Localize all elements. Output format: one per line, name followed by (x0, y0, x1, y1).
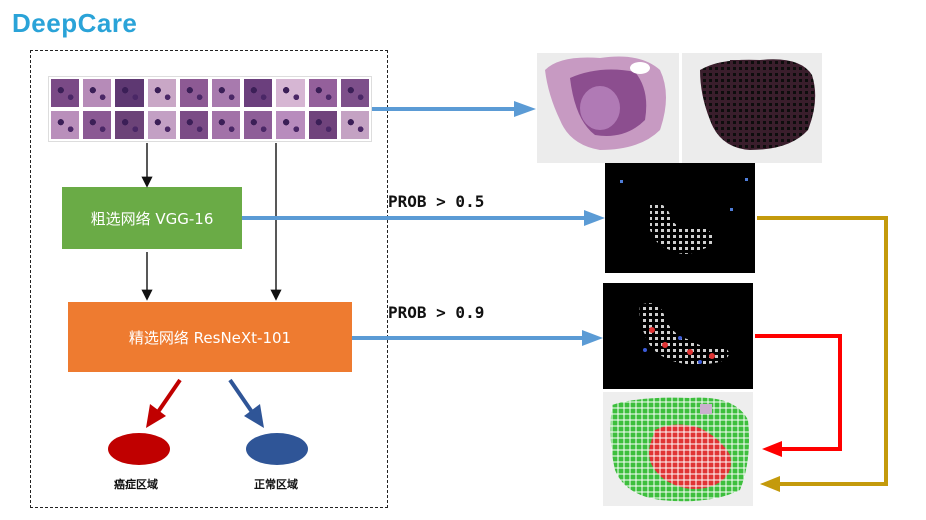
tissue-patch-grid (48, 76, 372, 142)
arrow-to-cancer-region (146, 378, 182, 428)
arrow-to-normal-region (228, 378, 264, 428)
tissue-patch-tile (178, 78, 209, 108)
tissue-patch-tile (211, 110, 242, 140)
arrow-coarse-to-heatmap (242, 210, 605, 226)
tissue-patch-tile (243, 78, 274, 108)
coarse-threshold-label: PROB > 0.5 (388, 192, 485, 211)
he-slide-thumbnail (537, 53, 679, 163)
tissue-patch-tile (146, 78, 177, 108)
tissue-patch-tile (178, 110, 209, 140)
tissue-patch-tile (50, 78, 81, 108)
arrow-fine-heatmap-to-result (755, 334, 842, 457)
cancer-region-ellipse (108, 433, 170, 465)
tissue-patch-tile (82, 78, 113, 108)
tissue-patch-tile (211, 78, 242, 108)
coarse-heatmap-thumbnail (605, 163, 755, 273)
arrow-patches-to-slides (372, 101, 536, 117)
tissue-patch-tile (243, 110, 274, 140)
fine-network-box: 精选网络 ResNeXt-101 (68, 302, 352, 372)
fine-network-label: 精选网络 ResNeXt-101 (128, 328, 292, 347)
tissue-patch-tile (114, 78, 145, 108)
coarse-network-label: 粗选网络 VGG-16 (90, 209, 214, 228)
tissue-patch-tile (275, 78, 306, 108)
tissue-patch-tile (146, 110, 177, 140)
normal-region-ellipse (246, 433, 308, 465)
arrow-fine-to-heatmap (352, 330, 603, 346)
fine-heatmap-thumbnail (603, 283, 753, 389)
arrow-coarse-heatmap-to-result (757, 216, 888, 492)
cancer-region-label: 癌症区域 (114, 478, 158, 491)
result-slide-thumbnail (603, 392, 753, 506)
patch-grid-slide-thumbnail (682, 53, 822, 163)
tissue-patch-tile (275, 110, 306, 140)
fine-threshold-label: PROB > 0.9 (388, 303, 485, 322)
coarse-network-box: 粗选网络 VGG-16 (62, 187, 242, 249)
tissue-patch-tile (307, 78, 338, 108)
tissue-patch-tile (50, 110, 81, 140)
tissue-patch-tile (114, 110, 145, 140)
tissue-patch-tile (339, 78, 370, 108)
tissue-patch-tile (339, 110, 370, 140)
model-pipeline-frame (30, 50, 388, 508)
deepcare-logo: DeepCare (12, 8, 138, 38)
normal-region-label: 正常区域 (254, 478, 298, 491)
tissue-patch-tile (307, 110, 338, 140)
tissue-patch-tile (82, 110, 113, 140)
